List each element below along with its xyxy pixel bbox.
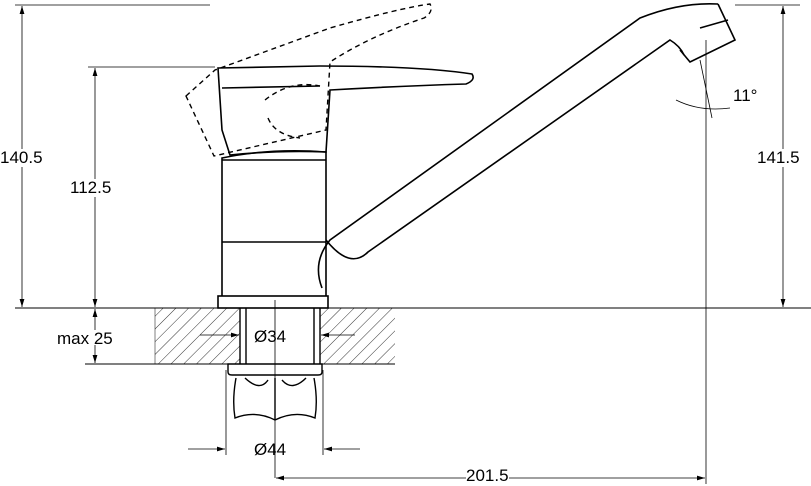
spout: [317, 2, 737, 289]
dimension-lines: [15, 4, 800, 481]
lever-handle-raised: [185, 3, 432, 157]
dimension-max-counter: max 25: [57, 329, 113, 348]
shank: [239, 308, 321, 364]
lever-handle: [217, 65, 474, 156]
dimension-nut-diameter: Ø44: [254, 440, 287, 459]
angle-arc: [675, 99, 731, 110]
dimension-spout-height: 141.5: [757, 148, 800, 167]
faucet-body: [217, 150, 329, 309]
dimension-body-height: 112.5: [70, 178, 112, 197]
dimension-spout-reach: 201.5: [466, 466, 509, 485]
dimension-total-height: 140.5: [0, 148, 43, 167]
dimension-spout-angle: 11°: [733, 86, 758, 105]
dimension-hole-diameter: Ø34: [254, 327, 287, 346]
countertop: [15, 307, 811, 365]
